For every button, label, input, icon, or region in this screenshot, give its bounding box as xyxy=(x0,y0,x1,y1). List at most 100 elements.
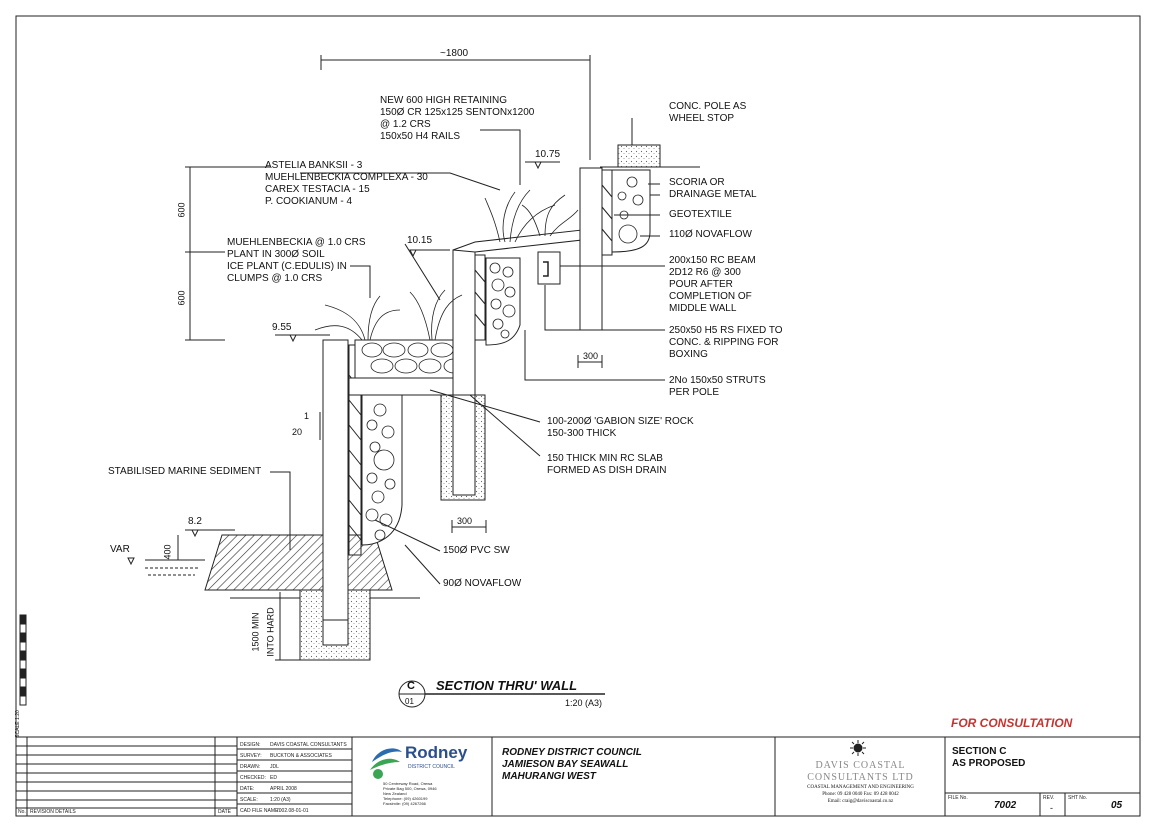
info-key: CHECKED: xyxy=(240,775,266,781)
dim-600-lower: 600 xyxy=(176,290,187,306)
note-line: MUEHLENBECKIA COMPLEXA - 30 xyxy=(265,172,428,183)
slope-1: 1 xyxy=(304,411,310,421)
note-line: @ 1.2 CRS xyxy=(380,119,431,130)
project-line: MAHURANGI WEST xyxy=(502,771,596,782)
info-value: JDL xyxy=(270,764,279,770)
address-line: Facsimile: (09) 4267266 xyxy=(383,801,426,806)
upper-pole xyxy=(579,167,603,331)
lower-pole-base xyxy=(322,619,349,646)
label-line: WHEEL STOP xyxy=(669,113,735,124)
level-markers xyxy=(127,161,542,566)
upper-drainage xyxy=(611,169,651,253)
planting-note: ASTELIA BANKSII - 3 MUEHLENBECKIA COMPLE… xyxy=(265,160,428,208)
note-line: NEW 600 HIGH RETAINING xyxy=(380,95,508,106)
council-logo-sub: DISTRICT COUNCIL xyxy=(408,764,455,770)
section-marker xyxy=(398,680,605,708)
level-1075: 10.75 xyxy=(535,149,561,160)
label-line: 2D12 R6 @ 300 xyxy=(669,267,741,278)
rev-no-header: No. xyxy=(18,809,26,815)
sheet-no-label: SHT No. xyxy=(1068,795,1088,801)
muehlenbeckia-note: MUEHLENBECKIA @ 1.0 CRS PLANT IN 300Ø SO… xyxy=(227,237,366,285)
dim-600-upper: 600 xyxy=(176,202,187,218)
slope-20: 20 xyxy=(292,427,303,437)
consultant-name: CONSULTANTS LTD xyxy=(807,772,914,783)
level-1015: 10.15 xyxy=(407,235,433,246)
dim-400: 400 xyxy=(162,544,173,560)
project-title: RODNEY DISTRICT COUNCIL JAMIESON BAY SEA… xyxy=(502,747,642,783)
top-dimension-label: ~1800 xyxy=(440,48,469,59)
level-82: 8.2 xyxy=(188,516,202,527)
section-letter: C xyxy=(407,680,415,692)
note-line: PLANT IN 300Ø SOIL xyxy=(227,249,325,260)
info-key: SCALE: xyxy=(240,797,258,803)
file-no-label: FILE No. xyxy=(948,795,968,801)
label-line: DRAINAGE METAL xyxy=(669,189,757,200)
info-key: DATE: xyxy=(240,786,255,792)
rock-label: 100-200Ø 'GABION SIZE' ROCK 150-300 THIC… xyxy=(547,416,694,440)
rev-details-header: REVISION DETAILS xyxy=(30,809,76,815)
scoria-label: SCORIA OR DRAINAGE METAL xyxy=(669,177,757,201)
note-line: 150x50 H4 RAILS xyxy=(380,131,461,142)
label-line: 100-200Ø 'GABION SIZE' ROCK xyxy=(547,416,694,427)
consultation-stamp: FOR CONSULTATION xyxy=(951,716,1073,730)
file-no-value: 7002 xyxy=(994,800,1017,811)
lower-pole xyxy=(322,339,349,646)
info-value: DAVIS COASTAL CONSULTANTS xyxy=(270,742,347,748)
label-line: 200x150 RC BEAM xyxy=(669,255,756,266)
label-line: 250x50 H5 RS FIXED TO xyxy=(669,325,783,336)
embed-line-2: INTO HARD xyxy=(265,607,276,657)
wheel-stop-pole xyxy=(617,144,661,168)
note-line: MUEHLENBECKIA @ 1.0 CRS xyxy=(227,237,366,248)
sheet-no-value: 05 xyxy=(1111,800,1123,811)
rodney-logo-mark xyxy=(370,748,402,779)
level-var: VAR xyxy=(110,544,130,555)
novaflow110-label: 110Ø NOVAFLOW xyxy=(669,229,752,240)
rc-beam-bar xyxy=(543,261,549,277)
consultant-contact: Phone: 09 428 0040 Fax: 09 428 0042 xyxy=(822,792,899,797)
label-line: CONC. POLE AS xyxy=(669,101,747,112)
vertical-dimensions xyxy=(185,166,270,341)
slab-label: 150 THICK MIN RC SLAB FORMED AS DISH DRA… xyxy=(547,453,666,477)
middle-pole-lower xyxy=(452,394,476,496)
level-955: 9.55 xyxy=(272,322,292,333)
leader-lines xyxy=(270,118,665,585)
note-line: CLUMPS @ 1.0 CRS xyxy=(227,273,323,284)
dim-300-upper: 300 xyxy=(583,351,599,361)
consultant-sub: COASTAL MANAGEMENT AND ENGINEERING xyxy=(807,785,914,790)
label-line: FORMED AS DISH DRAIN xyxy=(547,465,667,476)
sheet-border xyxy=(15,15,1141,817)
embed-line-1: 1500 MIN xyxy=(250,612,261,652)
info-key: CAD FILE NAME: xyxy=(240,808,280,814)
note-line: ICE PLANT (C.EDULIS) IN xyxy=(227,261,347,272)
note-line: P. COOKIANUM - 4 xyxy=(265,196,353,207)
address-line: 50 Centreway Road, Orewa xyxy=(383,781,433,786)
info-key: DESIGN: xyxy=(240,742,261,748)
label-line: BOXING xyxy=(669,349,708,360)
info-value: 7002.08-01-01 xyxy=(276,808,309,814)
middle-rails xyxy=(474,254,486,341)
section-title: SECTION THRU' WALL xyxy=(436,678,578,693)
note-line: 150Ø CR 125x125 SENTONx1200 xyxy=(380,107,535,118)
label-line: 150 THICK MIN RC SLAB xyxy=(547,453,663,464)
info-value: ED xyxy=(270,775,277,781)
address-line: New Zealand xyxy=(383,791,407,796)
davis-sun-logo xyxy=(850,740,866,756)
note-line: CAREX TESTACIA - 15 xyxy=(265,184,370,195)
info-value: APRIL 2008 xyxy=(270,786,297,792)
struts-label: 2No 150x50 STRUTS PER POLE xyxy=(669,375,766,399)
retaining-note: NEW 600 HIGH RETAINING 150Ø CR 125x125 S… xyxy=(380,95,534,143)
pole-label: CONC. POLE AS WHEEL STOP xyxy=(669,101,746,125)
sheet-title-line: SECTION C xyxy=(952,746,1007,757)
rev-value: - xyxy=(1050,803,1053,813)
scale-bar-label: SCALE 1:20 xyxy=(14,710,21,738)
rc-slab xyxy=(348,377,471,396)
upper-rails xyxy=(601,169,613,256)
label-line: SCORIA OR xyxy=(669,177,725,188)
council-logo-text: Rodney xyxy=(405,743,468,762)
middle-drainage-stones xyxy=(489,262,516,339)
label-line: PER POLE xyxy=(669,387,720,398)
info-key: DRAWN: xyxy=(240,764,261,770)
base-dimensions xyxy=(177,355,603,661)
